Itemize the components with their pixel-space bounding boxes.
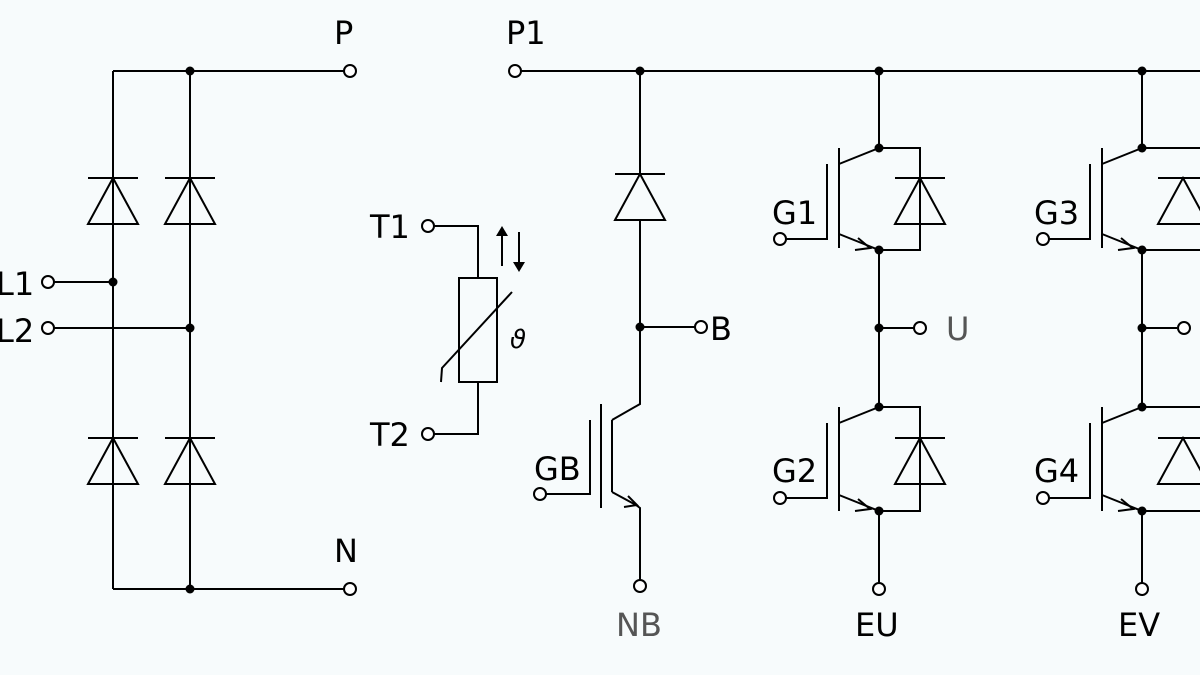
rectifier-bridge: P N L1 L2 xyxy=(0,14,358,596)
brake-igbt xyxy=(540,404,641,580)
label-p1: P1 xyxy=(506,14,546,52)
junction-dot xyxy=(108,277,118,287)
terminal-ev xyxy=(1135,582,1149,596)
label-b: B xyxy=(710,310,732,348)
diode-lower-left xyxy=(86,435,140,485)
junction-dot xyxy=(635,322,645,332)
junction-dot xyxy=(874,506,884,516)
terminal-l2 xyxy=(41,321,55,335)
diode-upper-left xyxy=(86,175,140,225)
brake-diode xyxy=(613,171,667,221)
diode-upper-right xyxy=(163,175,217,225)
label-l1: L1 xyxy=(0,265,34,303)
igbt-g2 xyxy=(780,406,947,512)
terminal-u xyxy=(913,321,927,335)
terminal-v xyxy=(1177,321,1191,335)
terminal-gb xyxy=(533,487,547,501)
terminal-g2 xyxy=(773,491,787,505)
terminal-p xyxy=(343,64,357,78)
label-l2: L2 xyxy=(0,312,34,350)
phase-u-leg: G1 G2 U EU xyxy=(772,71,969,644)
junction-dot xyxy=(1137,245,1147,255)
junction-dot xyxy=(874,402,884,412)
label-n: N xyxy=(334,532,358,570)
junction-dot xyxy=(1137,402,1147,412)
label-t1: T1 xyxy=(369,208,410,246)
terminal-g4 xyxy=(1036,491,1050,505)
diode-lower-right xyxy=(163,435,217,485)
terminal-eu xyxy=(872,582,886,596)
junction-dot xyxy=(185,584,195,594)
label-gb: GB xyxy=(534,450,581,488)
terminal-g1 xyxy=(773,232,787,246)
junction-dot xyxy=(1137,323,1147,333)
terminal-p1 xyxy=(508,64,522,78)
label-g3: G3 xyxy=(1034,194,1079,232)
terminal-n xyxy=(343,582,357,596)
junction-dot xyxy=(1137,506,1147,516)
junction-dot xyxy=(1137,143,1147,153)
label-g2: G2 xyxy=(772,452,817,490)
thermistor-body xyxy=(458,277,498,383)
label-g4: G4 xyxy=(1034,452,1079,490)
p1-bus: P1 xyxy=(506,14,1200,78)
label-ev: EV xyxy=(1118,606,1160,644)
label-eu: EU xyxy=(855,606,899,644)
igbt-g1 xyxy=(780,147,947,251)
terminal-nb xyxy=(633,579,647,593)
label-u: U xyxy=(946,310,969,348)
junction-dot xyxy=(185,66,195,76)
label-theta: ϑ xyxy=(510,325,526,355)
terminal-l1 xyxy=(41,275,55,289)
junction-dot xyxy=(874,245,884,255)
label-nb: NB xyxy=(616,606,662,644)
terminal-t2 xyxy=(421,427,435,441)
junction-dot xyxy=(874,143,884,153)
label-t2: T2 xyxy=(369,416,410,454)
terminal-t1 xyxy=(421,219,435,233)
terminal-g3 xyxy=(1036,232,1050,246)
label-g1: G1 xyxy=(772,194,817,232)
junction-dot xyxy=(185,323,195,333)
thermistor: T1 T2 ϑ xyxy=(369,208,526,454)
brake-chopper: B GB NB xyxy=(533,71,732,644)
label-p: P xyxy=(334,14,353,52)
junction-dot xyxy=(874,323,884,333)
terminal-b xyxy=(694,320,708,334)
phase-v-leg: G3 G4 EV xyxy=(1034,71,1200,644)
